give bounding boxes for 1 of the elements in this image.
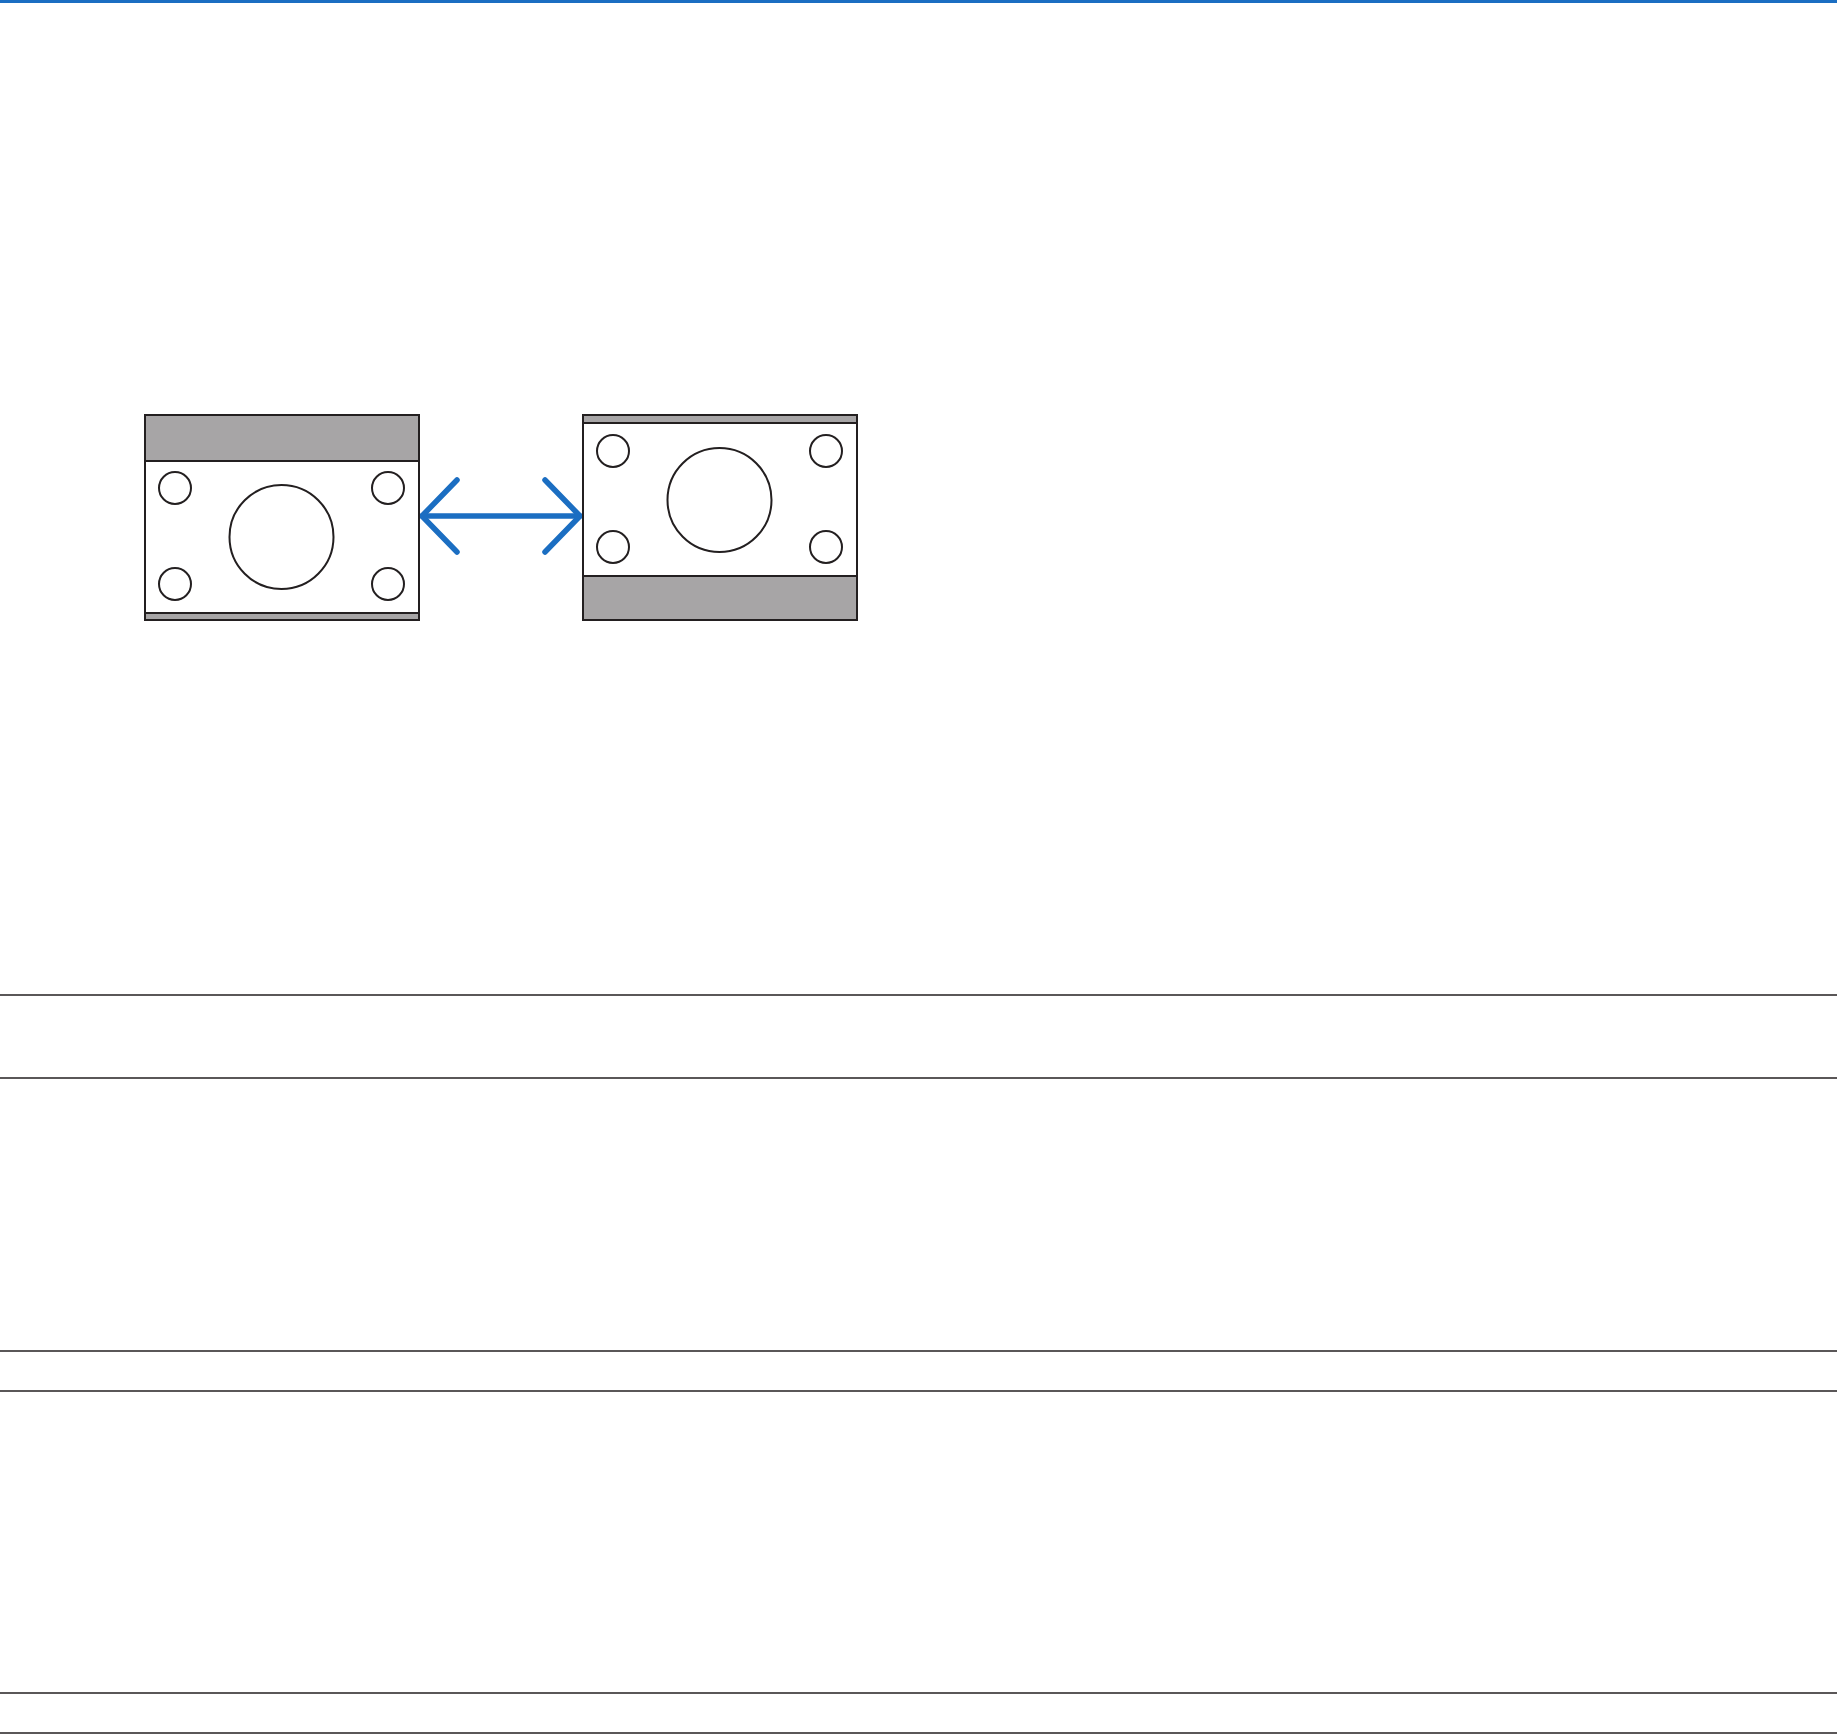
double-arrow [419, 477, 583, 555]
